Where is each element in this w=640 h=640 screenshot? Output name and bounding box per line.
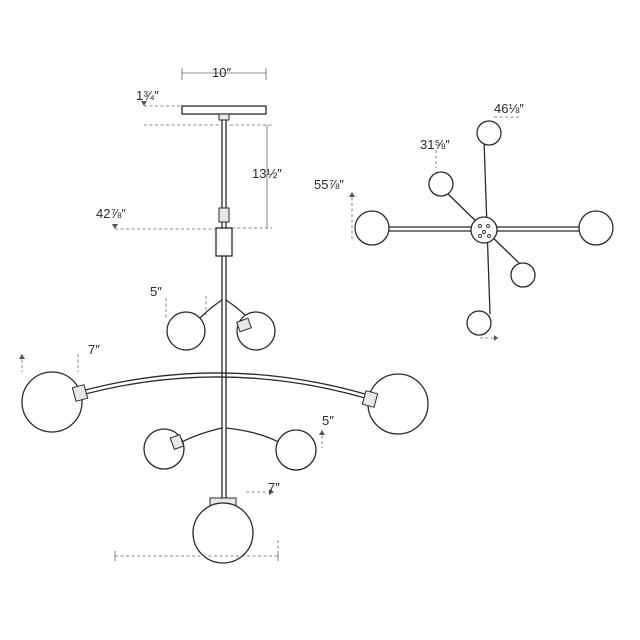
dim-top-view-inner: 31⅝″ [420,137,450,152]
large-fitter-left [71,384,89,402]
dim-small-globe: 5″ [150,284,162,299]
dim-small-globe-right: 5″ [322,413,334,428]
bottom-globe [192,502,254,564]
large-globe-right [367,373,429,435]
dim-overall-height: 42⅞″ [96,206,126,221]
large-globe-left [21,371,83,433]
dim-large-globe-left: 7″ [88,342,100,357]
large-fitter-right [361,390,379,408]
dim-canopy-width: 10″ [212,65,231,80]
canopy-plate [181,105,267,115]
plan-globe-right [578,210,614,246]
side-elevation: 10″ 1¾″ 13½″ 42⅞″ 5″ 7″ 5″ 7″ [19,65,429,564]
upper-globe-left [166,311,206,351]
dim-top-view-depth: 46⅛″ [494,101,524,116]
plan-center-hub [470,216,498,244]
plan-globe-bottom [466,310,492,336]
dim-stem-length: 13½″ [252,166,282,181]
dim-canopy-height: 1¾″ [136,88,159,103]
main-arm [77,372,373,397]
lower-arm-right [225,427,283,445]
dim-large-globe-bottom: 7″ [268,480,280,495]
lower-globe-right [275,429,317,471]
upper-fitter-right [236,317,252,333]
canopy-knob [218,113,230,121]
dim-top-view-width: 55⅞″ [314,177,344,192]
stem-body [215,227,233,257]
stem-coupler [218,207,230,223]
upper-arm-left [199,299,223,319]
lower-arm-left [177,427,223,445]
lower-fitter-left [169,434,185,450]
main-arm-2 [77,376,373,401]
plan-globe-left [354,210,390,246]
plan-globe-top [476,120,502,146]
plan-globe-lower-right [510,262,536,288]
plan-globe-upper-left [428,171,454,197]
top-plan-view: 46⅛″ 31⅝″ 55⅞″ [314,101,614,341]
